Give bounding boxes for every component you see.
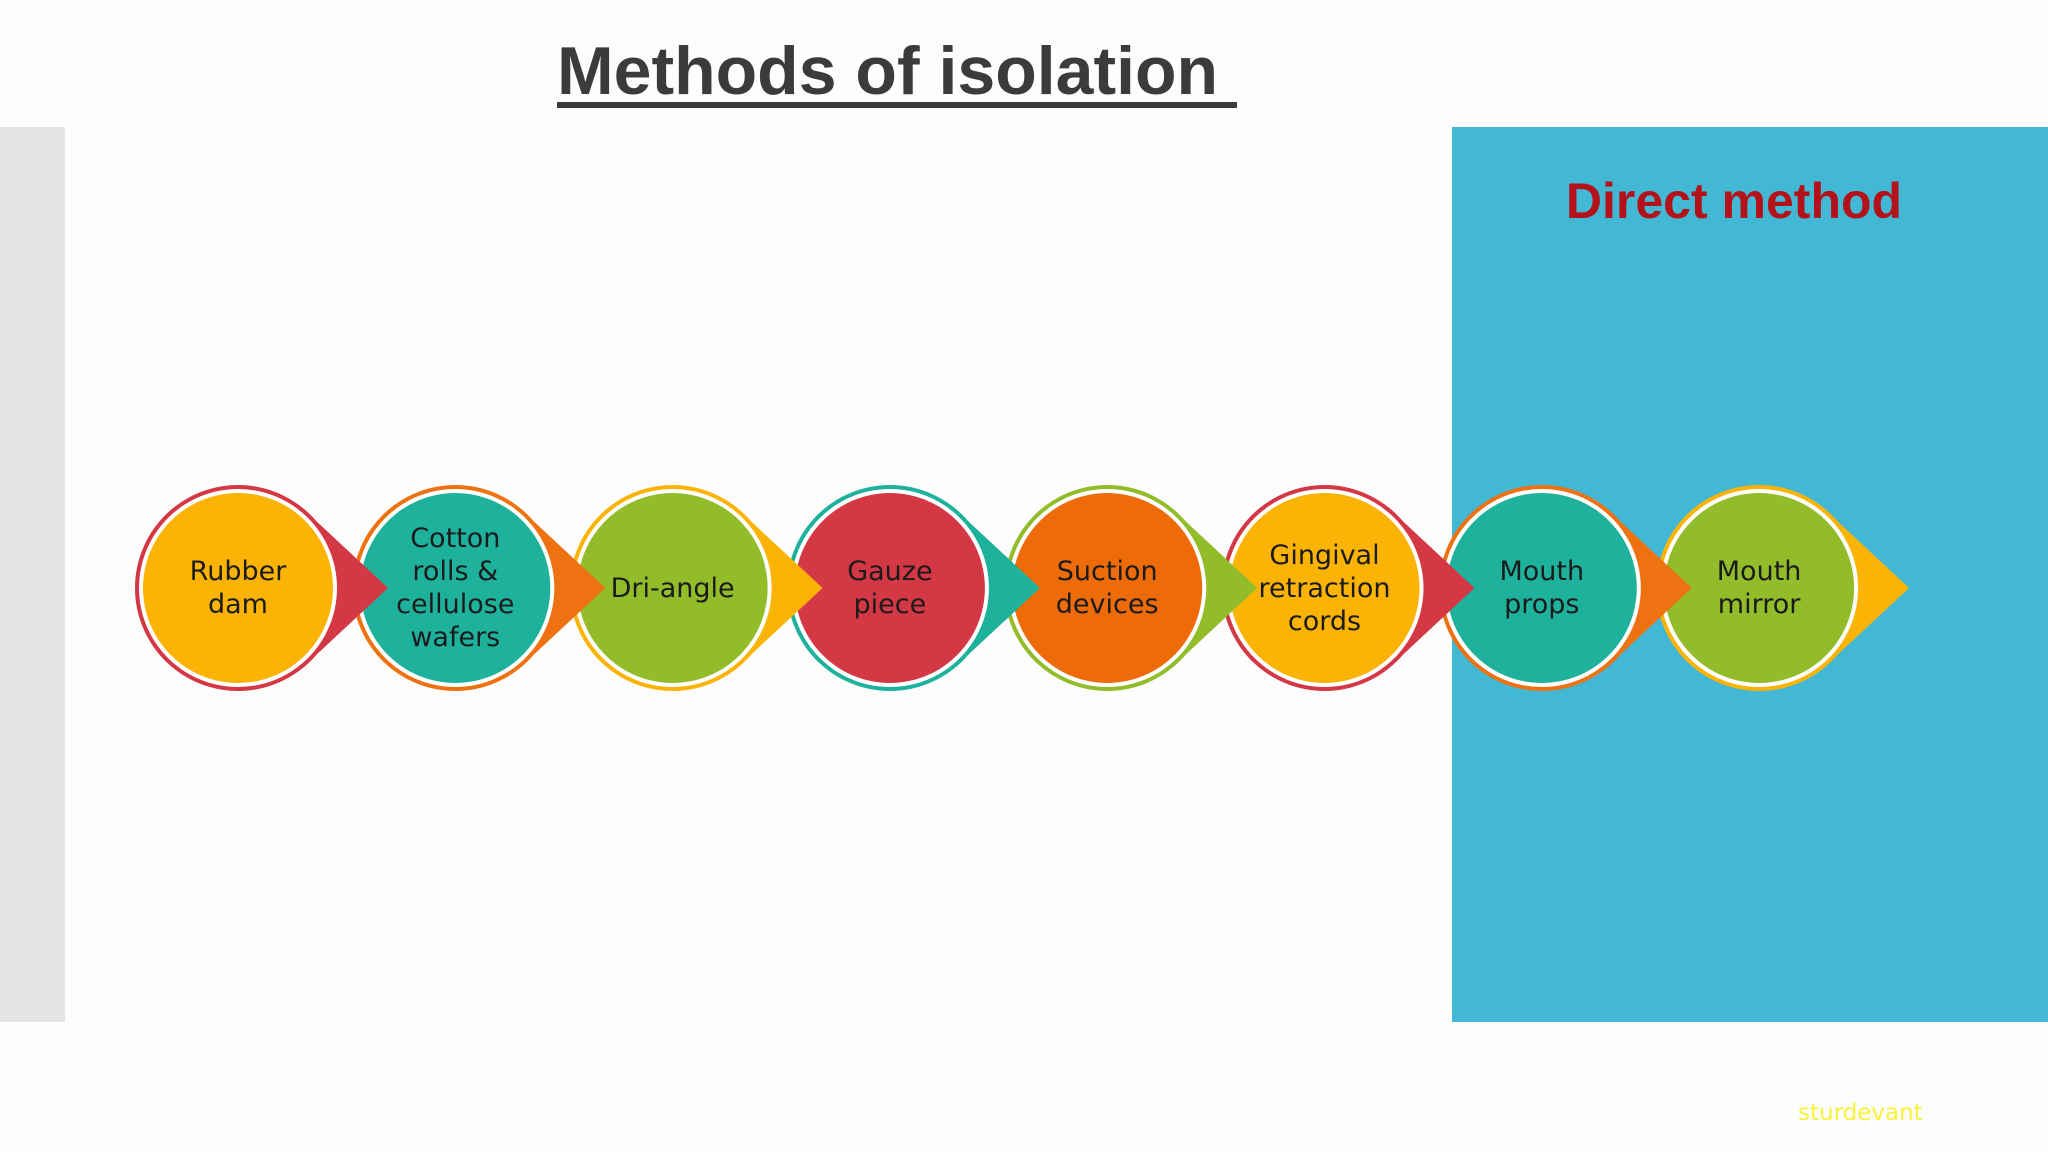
node-circle bbox=[1664, 493, 1855, 683]
node-label: Dri-angle bbox=[610, 572, 735, 604]
slide-title: Methods of isolation bbox=[557, 33, 1237, 109]
node-label: Suction devices bbox=[1055, 556, 1159, 620]
left-gray-strip bbox=[0, 127, 65, 1022]
flow-node bbox=[352, 484, 606, 691]
node-label: Mouth props bbox=[1499, 556, 1585, 620]
node-circle bbox=[360, 493, 551, 683]
flow-node bbox=[569, 484, 823, 691]
node-label: Cotton rolls & cellulose wafers bbox=[396, 523, 515, 653]
node-label: Rubber dam bbox=[189, 556, 287, 620]
watermark: sturdevant bbox=[1798, 1100, 1923, 1126]
node-label: Gingival retraction cords bbox=[1258, 539, 1391, 637]
node-circle bbox=[1446, 493, 1637, 683]
node-circle bbox=[794, 493, 985, 683]
node-circle bbox=[577, 493, 768, 683]
node-label: Gauze piece bbox=[847, 556, 933, 620]
node-circle bbox=[1229, 493, 1420, 683]
node-circle bbox=[1012, 493, 1203, 683]
flow-node bbox=[1656, 485, 1910, 691]
node-label: Mouth mirror bbox=[1716, 556, 1802, 620]
flow-node bbox=[786, 485, 1040, 692]
flow-node bbox=[1221, 485, 1475, 692]
node-circle bbox=[143, 493, 333, 683]
direct-method-label: Direct method bbox=[1565, 173, 1903, 229]
flow-node bbox=[1438, 485, 1692, 692]
flow-node bbox=[1004, 485, 1258, 692]
flow-node bbox=[134, 485, 388, 691]
